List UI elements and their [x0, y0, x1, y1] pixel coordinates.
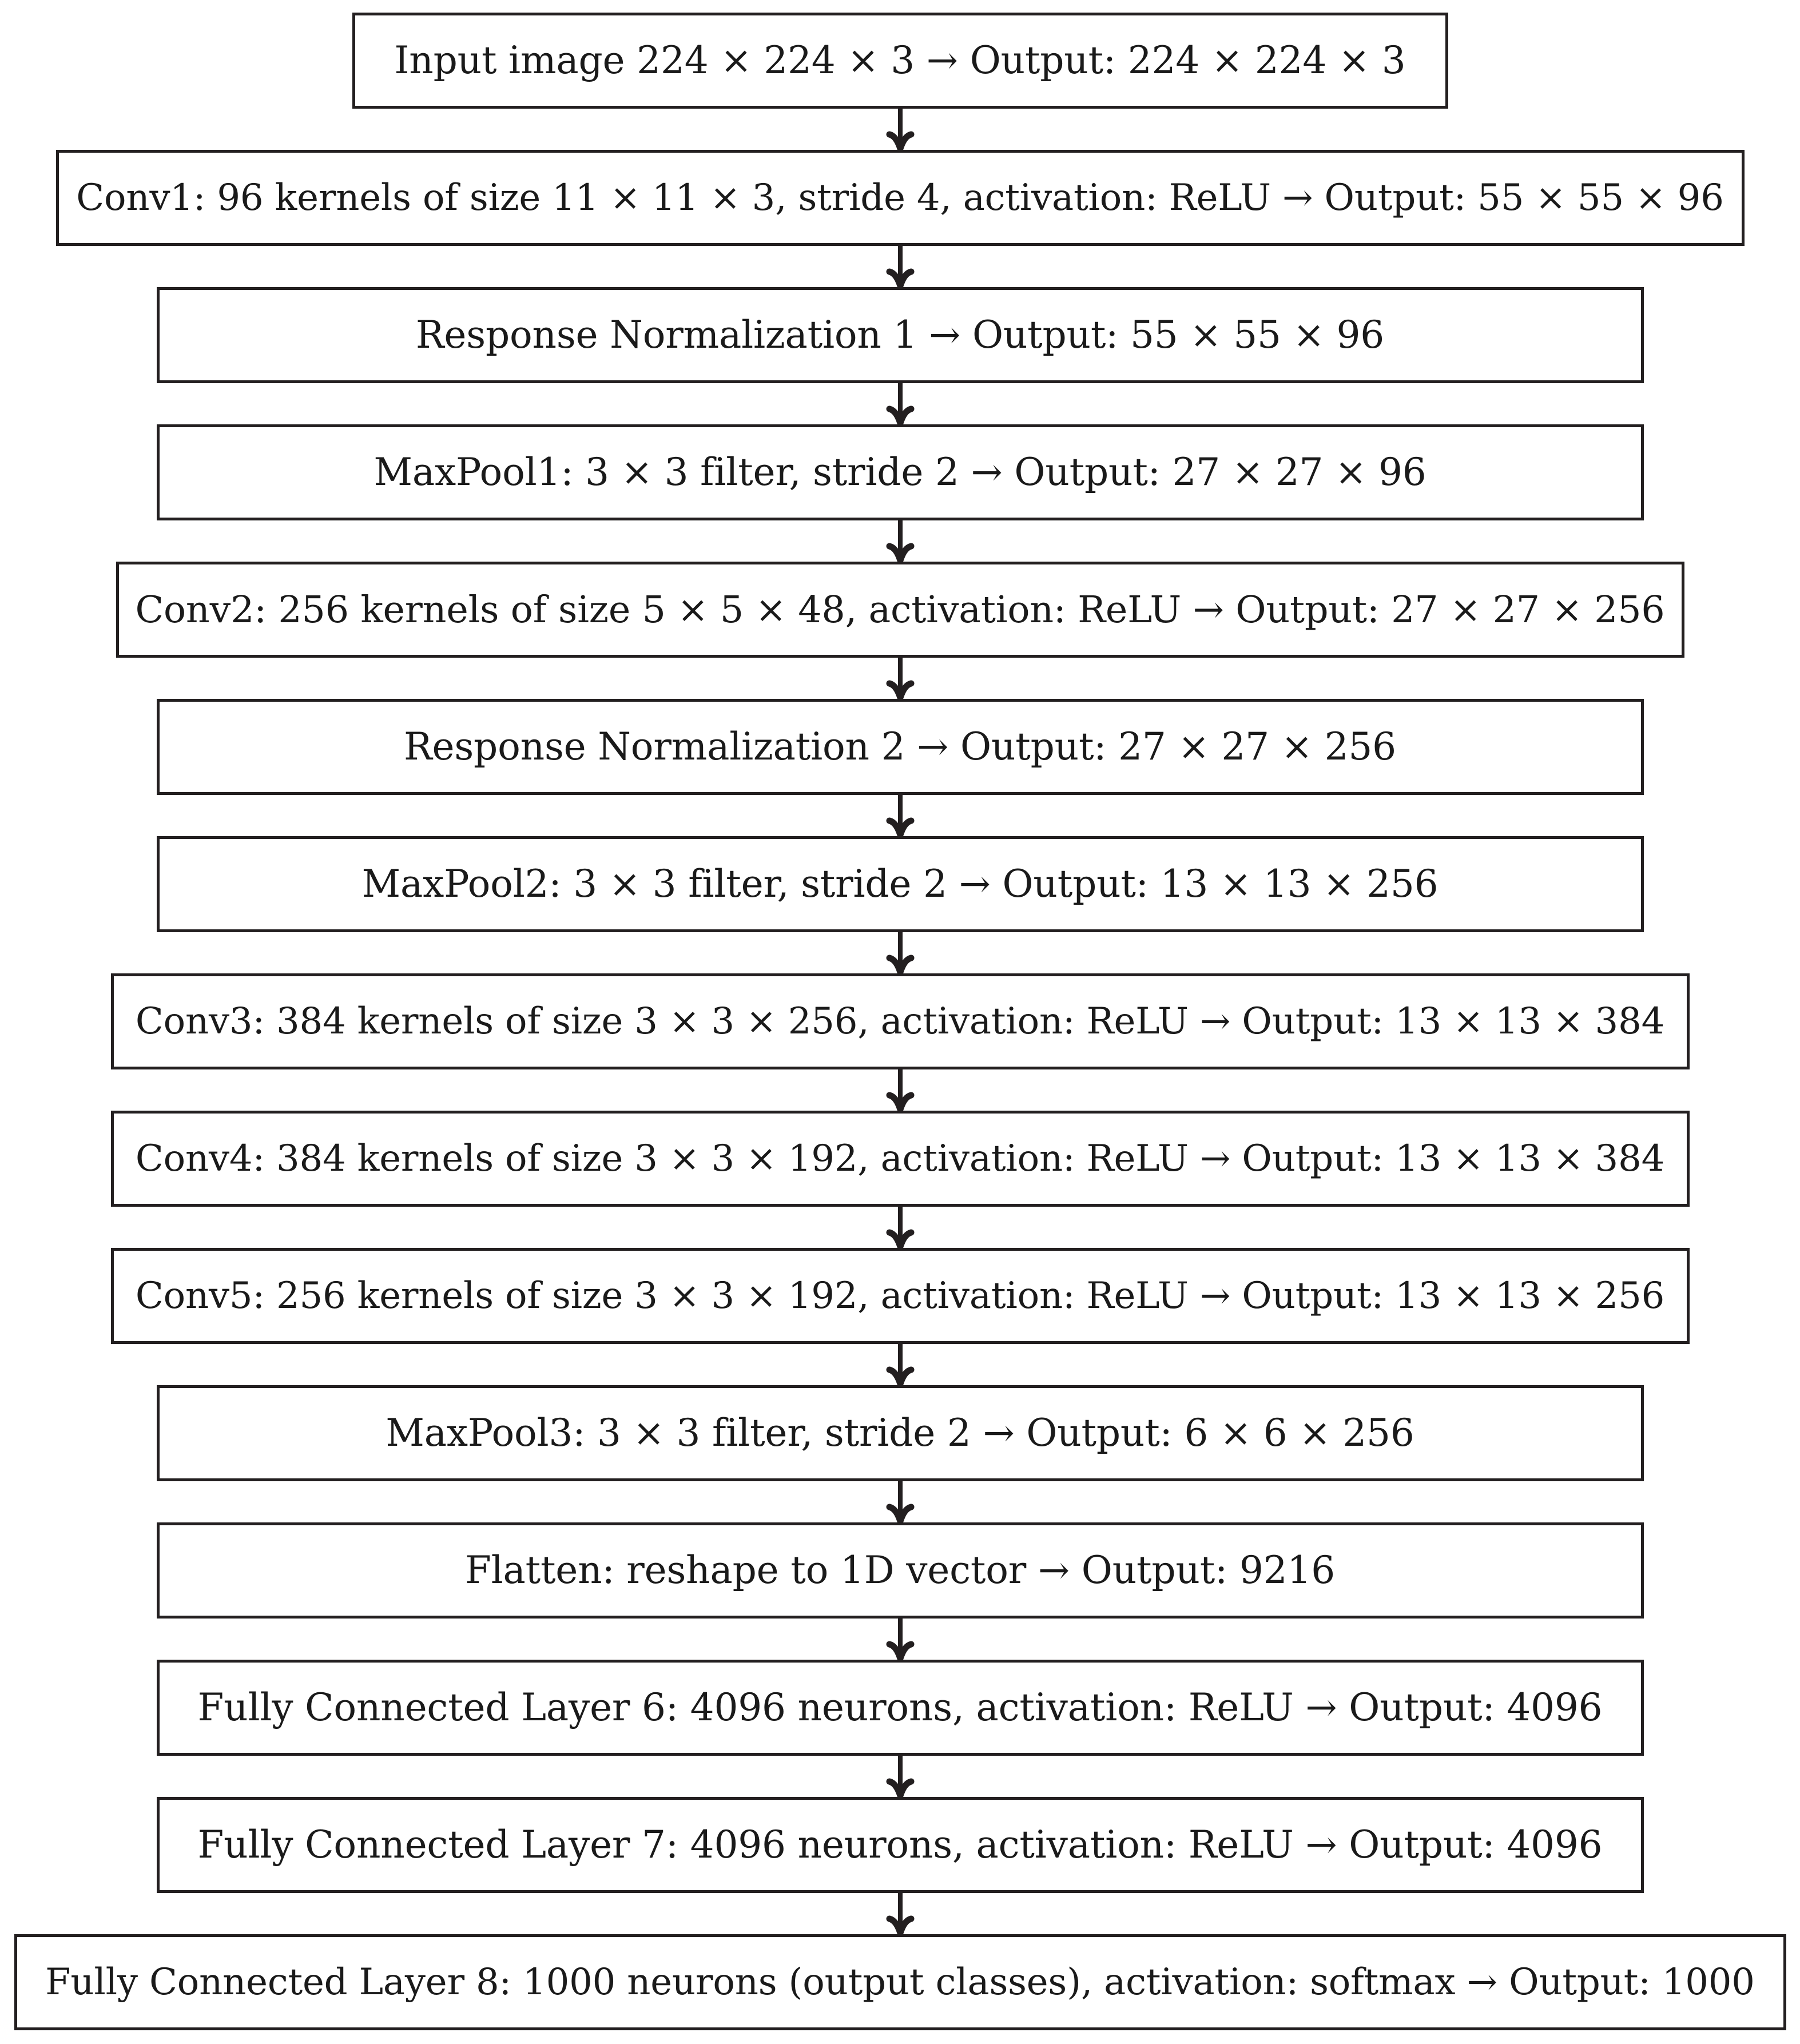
node-conv3: Conv3: 384 kernels of size 3 × 3 × 256, … [110, 973, 1690, 1069]
arrow-conv4-to-conv5 [875, 1207, 926, 1248]
node-conv4: Conv4: 384 kernels of size 3 × 3 × 192, … [110, 1111, 1690, 1207]
node-conv5: Conv5: 256 kernels of size 3 × 3 × 192, … [110, 1248, 1690, 1344]
node-label-conv2: Conv2: 256 kernels of size 5 × 5 × 48, a… [135, 588, 1665, 631]
arrow-conv5-to-maxpool3 [875, 1344, 926, 1385]
arrow-conv3-to-conv4 [875, 1069, 926, 1111]
arrow-fully-connected-layer-6-to-fully-connected-layer-7 [875, 1756, 926, 1797]
node-maxpool1: MaxPool1: 3 × 3 filter, stride 2 → Outpu… [156, 424, 1644, 520]
node-label-conv5: Conv5: 256 kernels of size 3 × 3 × 192, … [135, 1275, 1665, 1317]
node-label-flatten: Flatten: reshape to 1D vector → Output: … [465, 1548, 1335, 1592]
arrow-response-normalization-1-to-maxpool1 [875, 383, 926, 424]
node-response-normalization-2: Response Normalization 2 → Output: 27 × … [156, 699, 1644, 795]
node-fully-connected-layer-6: Fully Connected Layer 6: 4096 neurons, a… [156, 1660, 1644, 1756]
node-conv1: Conv1: 96 kernels of size 11 × 11 × 3, s… [55, 150, 1745, 246]
arrow-response-normalization-2-to-maxpool2 [875, 795, 926, 836]
node-label-maxpool3: MaxPool3: 3 × 3 filter, stride 2 → Outpu… [386, 1411, 1414, 1455]
arrow-flatten-to-fully-connected-layer-6 [875, 1619, 926, 1660]
arrow-fully-connected-layer-7-to-fully-connected-layer-8 [875, 1893, 926, 1934]
node-maxpool3: MaxPool3: 3 × 3 filter, stride 2 → Outpu… [156, 1385, 1644, 1481]
arrow-conv1-to-response-normalization-1 [875, 246, 926, 287]
node-label-response-normalization-2: Response Normalization 2 → Output: 27 × … [404, 725, 1396, 769]
node-label-conv3: Conv3: 384 kernels of size 3 × 3 × 256, … [135, 1000, 1665, 1043]
arrow-maxpool3-to-flatten [875, 1481, 926, 1522]
node-conv2: Conv2: 256 kernels of size 5 × 5 × 48, a… [116, 562, 1684, 658]
node-label-response-normalization-1: Response Normalization 1 → Output: 55 × … [415, 313, 1385, 357]
node-response-normalization-1: Response Normalization 1 → Output: 55 × … [156, 287, 1644, 383]
node-label-fully-connected-layer-7: Fully Connected Layer 7: 4096 neurons, a… [197, 1823, 1603, 1867]
node-label-conv1: Conv1: 96 kernels of size 11 × 11 × 3, s… [76, 177, 1724, 219]
arrow-maxpool2-to-conv3 [875, 932, 926, 973]
node-label-fully-connected-layer-8: Fully Connected Layer 8: 1000 neurons (o… [45, 1961, 1755, 2003]
node-fully-connected-layer-8: Fully Connected Layer 8: 1000 neurons (o… [14, 1934, 1786, 2030]
node-label-fully-connected-layer-6: Fully Connected Layer 6: 4096 neurons, a… [197, 1685, 1603, 1729]
node-label-input-image: Input image 224 × 224 × 3 → Output: 224 … [394, 38, 1406, 82]
node-input-image: Input image 224 × 224 × 3 → Output: 224 … [352, 13, 1448, 109]
arrow-maxpool1-to-conv2 [875, 520, 926, 562]
flowchart-node-stack: Input image 224 × 224 × 3 → Output: 224 … [0, 13, 1800, 2030]
node-flatten: Flatten: reshape to 1D vector → Output: … [156, 1522, 1644, 1619]
arrow-input-image-to-conv1 [875, 109, 926, 150]
node-label-maxpool1: MaxPool1: 3 × 3 filter, stride 2 → Outpu… [373, 450, 1427, 494]
node-label-maxpool2: MaxPool2: 3 × 3 filter, stride 2 → Outpu… [361, 862, 1439, 906]
node-label-conv4: Conv4: 384 kernels of size 3 × 3 × 192, … [135, 1138, 1665, 1180]
node-fully-connected-layer-7: Fully Connected Layer 7: 4096 neurons, a… [156, 1797, 1644, 1893]
node-maxpool2: MaxPool2: 3 × 3 filter, stride 2 → Outpu… [156, 836, 1644, 932]
arrow-conv2-to-response-normalization-2 [875, 658, 926, 699]
